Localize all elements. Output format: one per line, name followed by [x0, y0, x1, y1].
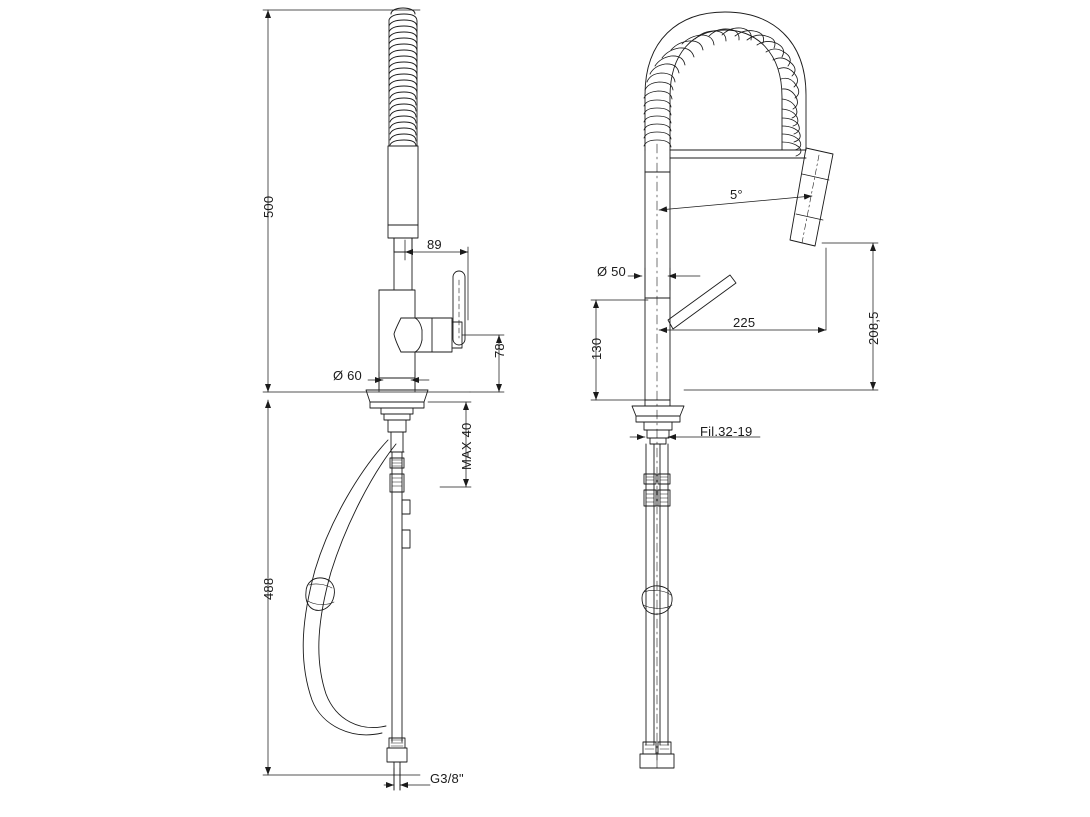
dimension-lines	[262, 9, 879, 791]
supply-hoses-side	[639, 443, 675, 769]
dimension-label-spout-reach-front: 89	[427, 237, 442, 252]
dimension-label-spout-height: 208,5	[866, 311, 881, 345]
dimension-label-body-height: 130	[589, 337, 604, 360]
riser-tube-front	[393, 251, 413, 291]
dimension-label-base-diameter: Ø 60	[333, 368, 362, 383]
dimension-label-mounting-thread: Fil.32-19	[700, 424, 753, 439]
dimension-label-spout-angle: 5°	[730, 187, 743, 202]
dimension-label-spout-reach-side: 225	[733, 315, 756, 330]
lever-handle-front	[452, 270, 466, 346]
dimension-label-handle-height: 78	[492, 343, 507, 358]
spout-arm-side	[669, 149, 807, 159]
spray-head-side	[789, 147, 834, 247]
flexible-hose-front	[302, 439, 397, 736]
dim-angle-line	[658, 193, 813, 213]
dimension-label-overall-height: 500	[261, 195, 276, 218]
dimension-label-max-counter-thickness: MAX 40	[459, 422, 474, 470]
body-column-side	[644, 149, 671, 401]
fixing-stack-front	[380, 407, 414, 453]
lever-handle-side	[667, 274, 737, 330]
dimension-label-body-diameter: Ø 50	[597, 264, 626, 279]
dimension-label-supply-thread: G3/8"	[430, 771, 464, 786]
side-view-geometry	[631, 11, 834, 769]
base-plate-front	[365, 377, 429, 409]
stem-front	[386, 451, 411, 791]
coil-spring-front	[388, 7, 418, 147]
front-view-geometry	[302, 7, 466, 791]
spray-head-front	[387, 145, 419, 253]
dimension-label-hose-length: 488	[261, 577, 276, 600]
coil-spring-side	[643, 11, 807, 157]
base-plate-side	[631, 399, 685, 445]
body-housing-front	[378, 289, 433, 379]
